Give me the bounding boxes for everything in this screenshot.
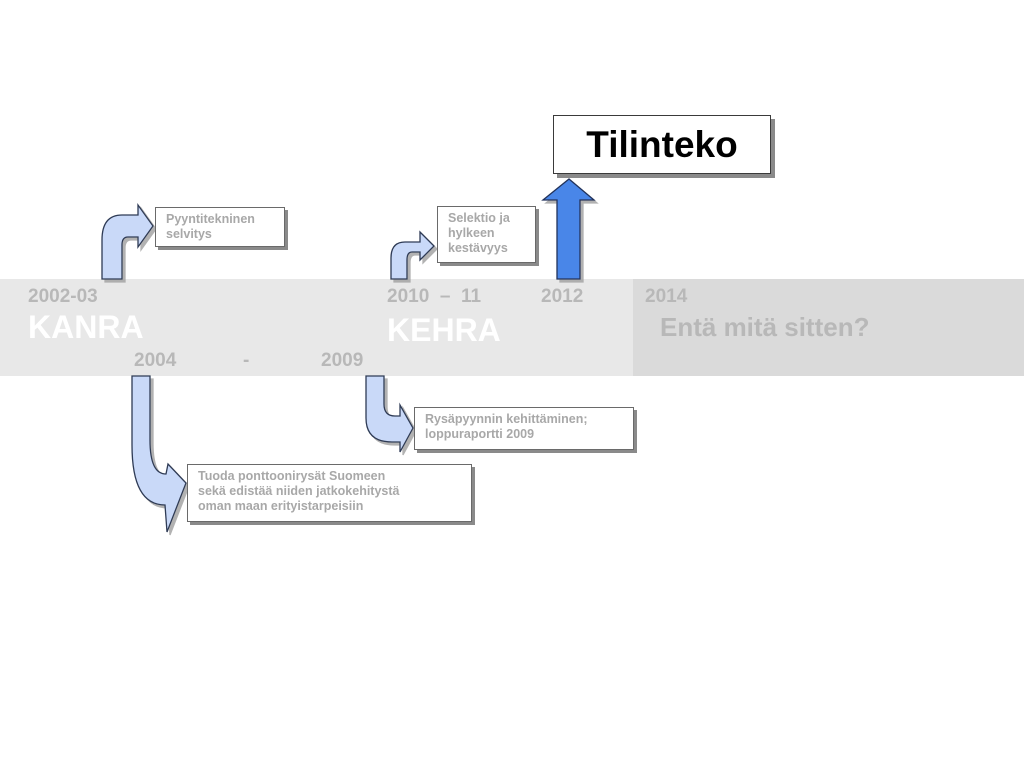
arrow-curve-tuoda xyxy=(131,375,187,533)
label-kanra: KANRA xyxy=(28,309,144,345)
box-tuoda: Tuoda ponttoonirysät Suomeen sekä edistä… xyxy=(187,464,472,522)
year-2014: 2014 xyxy=(645,286,688,307)
box-selektio-line-3: kestävyys xyxy=(448,241,508,255)
year-2009: 2009 xyxy=(321,350,364,371)
box-rysa-line-1: Rysäpyynnin kehittäminen; xyxy=(425,412,588,426)
box-tuoda-line-1: Tuoda ponttoonirysät Suomeen xyxy=(198,469,386,483)
page-title: Tilinteko xyxy=(586,123,738,165)
box-tuoda-line-3: oman maan erityistarpeisiin xyxy=(198,499,364,513)
dash-separator: - xyxy=(243,350,250,371)
arrow-up-tilinteko xyxy=(541,178,596,280)
box-tuoda-line-2: sekä edistää niiden jatkokehitystä xyxy=(198,484,400,498)
label-future: Entä mitä sitten? xyxy=(660,312,870,342)
arrow-curve-pyynti xyxy=(101,202,154,280)
year-2010-11: 2010 – 11 xyxy=(387,286,482,307)
box-rysa-line-2: loppuraportti 2009 xyxy=(425,427,535,441)
box-pyynti-line-1: Pyyntitekninen xyxy=(166,212,255,226)
timeline-band-future xyxy=(633,279,1024,376)
year-2004: 2004 xyxy=(134,350,177,371)
title-box: Tilinteko xyxy=(553,115,771,174)
arrow-curve-rysa xyxy=(365,375,414,453)
box-selektio-line-1: Selektio ja xyxy=(448,211,510,225)
box-rysa: Rysäpyynnin kehittäminen; loppuraportti … xyxy=(414,407,634,450)
timeline-band-past xyxy=(0,279,633,376)
year-2002-03: 2002-03 xyxy=(28,286,98,307)
year-2012: 2012 xyxy=(541,286,584,307)
arrow-curve-selektio xyxy=(390,230,435,280)
box-selektio-line-2: hylkeen xyxy=(448,226,495,240)
label-kehra: KEHRA xyxy=(387,312,501,348)
box-pyynti: Pyyntitekninen selvitys xyxy=(155,207,285,247)
box-selektio: Selektio ja hylkeen kestävyys xyxy=(437,206,536,263)
box-pyynti-line-2: selvitys xyxy=(166,227,212,241)
